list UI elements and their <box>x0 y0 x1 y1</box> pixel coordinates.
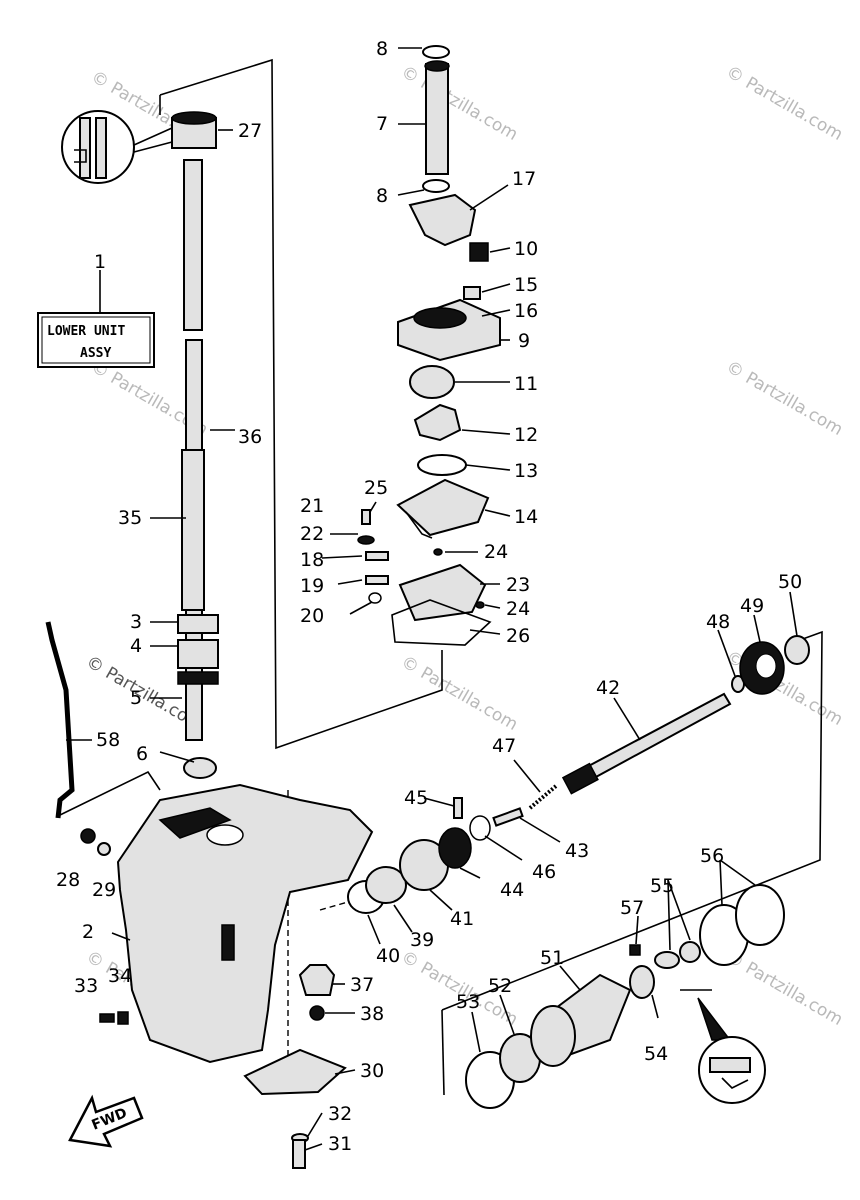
callout-1: 1 <box>94 251 106 273</box>
water-pump-parts <box>391 45 501 646</box>
callout-5: 5 <box>130 687 142 709</box>
callout-49: 49 <box>740 595 764 617</box>
callout-24-bottom: 24 <box>506 598 530 620</box>
callout-16: 16 <box>514 300 538 322</box>
callout-20: 20 <box>300 605 324 627</box>
callout-48: 48 <box>706 611 730 633</box>
callout-9: 9 <box>518 330 530 352</box>
callout-31: 31 <box>328 1133 352 1155</box>
assembly-label-line1: LOWER UNIT <box>47 324 125 339</box>
callout-15: 15 <box>514 274 538 296</box>
gearcase-housing <box>116 783 374 1169</box>
callout-40: 40 <box>376 945 400 967</box>
watermark: © Partzilla.com <box>398 62 522 145</box>
callout-46: 46 <box>532 861 556 883</box>
callout-58: 58 <box>96 729 120 751</box>
callout-35: 35 <box>118 507 142 529</box>
callout-19: 19 <box>300 575 324 597</box>
forward-gear-train <box>347 784 558 914</box>
callout-41: 41 <box>450 908 474 930</box>
watermark: © Partzilla.com <box>723 947 847 1030</box>
callout-45: 45 <box>404 787 428 809</box>
callout-6: 6 <box>136 743 148 765</box>
propeller-shaft <box>561 692 732 795</box>
shift-rod <box>45 621 75 819</box>
callout-50: 50 <box>778 571 802 593</box>
detail-inset-55 <box>680 989 766 1104</box>
callout-44: 44 <box>500 879 524 901</box>
pinion-gear <box>298 964 336 1021</box>
callout-33: 33 <box>74 975 98 997</box>
callout-37: 37 <box>350 974 374 996</box>
callout-28: 28 <box>56 869 80 891</box>
callout-8-top: 8 <box>376 38 388 60</box>
housing-hardware <box>80 828 129 1025</box>
callout-30: 30 <box>360 1060 384 1082</box>
callout-24-top: 24 <box>484 541 508 563</box>
leader-lines <box>66 47 798 1151</box>
callout-10: 10 <box>514 238 538 260</box>
callout-23: 23 <box>506 574 530 596</box>
callout-51: 51 <box>540 947 564 969</box>
callout-17: 17 <box>512 168 536 190</box>
detail-inset-27 <box>61 110 173 184</box>
callout-34: 34 <box>108 965 132 987</box>
callout-43: 43 <box>565 840 589 862</box>
callout-labels: 1 2 3 4 5 6 7 8 8 9 10 11 12 13 14 15 16… <box>56 38 802 1155</box>
callout-39: 39 <box>410 929 434 951</box>
callout-11: 11 <box>514 373 538 395</box>
callout-47: 47 <box>492 735 516 757</box>
small-hardware-pump <box>357 509 485 609</box>
callout-52: 52 <box>488 975 512 997</box>
callout-53: 53 <box>456 991 480 1013</box>
callout-32: 32 <box>328 1103 352 1125</box>
callout-7: 7 <box>376 113 388 135</box>
reverse-gear-train <box>731 635 810 695</box>
callout-14: 14 <box>514 506 538 528</box>
callout-29: 29 <box>92 879 116 901</box>
assembly-label-line2: ASSY <box>80 346 111 361</box>
watermark: © Partzilla.com <box>723 62 847 145</box>
callout-57: 57 <box>620 897 644 919</box>
callout-8-bottom: 8 <box>376 185 388 207</box>
callout-18: 18 <box>300 549 324 571</box>
prop-shaft-housing <box>465 884 785 1109</box>
callout-26: 26 <box>506 625 530 647</box>
callout-54: 54 <box>644 1043 668 1065</box>
callout-4: 4 <box>130 635 142 657</box>
callout-22: 22 <box>300 523 324 545</box>
callout-56: 56 <box>700 845 724 867</box>
watermark: © Partzilla.com <box>398 652 522 735</box>
fwd-arrow: FWD <box>68 1094 144 1148</box>
callout-2: 2 <box>82 921 94 943</box>
callout-21: 21 <box>300 495 324 517</box>
watermark: © Partzilla.com <box>723 357 847 440</box>
callout-13: 13 <box>514 460 538 482</box>
callout-55: 55 <box>650 875 674 897</box>
assembly-boundaries <box>59 58 823 1096</box>
callout-38: 38 <box>360 1003 384 1025</box>
callout-12: 12 <box>514 424 538 446</box>
callout-25: 25 <box>364 477 388 499</box>
drive-shaft <box>171 111 219 779</box>
callout-3: 3 <box>130 611 142 633</box>
callout-27: 27 <box>238 120 262 142</box>
callout-42: 42 <box>596 677 620 699</box>
callout-36: 36 <box>238 426 262 448</box>
assembly-label-box: LOWER UNIT ASSY <box>37 312 155 368</box>
